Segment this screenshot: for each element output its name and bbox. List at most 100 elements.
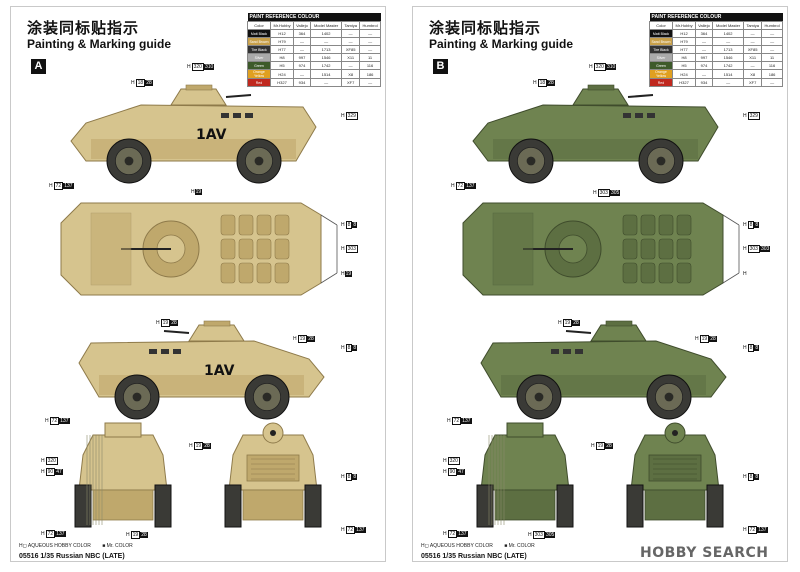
engine-grille <box>658 262 674 284</box>
callout-mr-color-code: 47 <box>457 469 465 475</box>
paint-code-cell: — <box>309 78 343 87</box>
hobby-search-watermark: HOBBY SEARCH <box>640 545 769 561</box>
callout-hobby-code: 19 <box>160 319 171 327</box>
rear-rack <box>320 214 338 284</box>
callout-mr-color-code: 19 <box>194 189 203 195</box>
vehicle-drawings <box>462 84 740 528</box>
engine-grille <box>256 238 272 260</box>
callout-h-prefix: H <box>558 320 562 326</box>
callout-hobby-code: 303 <box>345 245 358 253</box>
engine-grille <box>622 214 638 236</box>
callout-hobby-code: 19 <box>193 442 204 450</box>
callout-mr-color-code: 28 <box>203 443 211 449</box>
callout-mr-color-code: 305 <box>544 532 556 538</box>
engine-grille <box>658 238 674 260</box>
callout-mr-color-code: 137 <box>63 183 74 189</box>
turret-front <box>506 422 544 438</box>
paint-table-header: PAINT REFERENCE COLOUR <box>247 13 381 22</box>
color-callout: H <box>743 271 747 277</box>
callout-h-prefix: H <box>341 246 345 252</box>
callout-h-prefix: H <box>443 469 447 475</box>
callout-mr-color-code: 137 <box>757 527 768 533</box>
wheel-center <box>254 156 264 166</box>
callout-hobby-code: 8 <box>345 344 353 352</box>
engine-grille <box>238 238 254 260</box>
callout-hobby-code: 19 <box>130 531 141 539</box>
color-callout: H19 <box>341 271 353 277</box>
callout-hobby-code: 72 <box>49 417 60 425</box>
callout-mr-color-code: 303 <box>759 246 771 252</box>
callout-h-prefix: H <box>743 222 747 228</box>
color-callout: H19 <box>191 189 203 195</box>
callout-mr-color-code: 8 <box>754 345 760 351</box>
callout-mr-color-code: 28 <box>170 320 178 326</box>
engine-grille <box>640 238 656 260</box>
paint-code-cell: H327 <box>269 78 295 87</box>
engine-grille <box>256 262 272 284</box>
vision-block <box>635 113 643 118</box>
instruction-sheet-a: 涂装同标贴指示 Painting & Marking guide A PAINT… <box>10 6 386 562</box>
aqueous-legend: H◻ AQUEOUS HOBBY COLOR <box>19 543 91 549</box>
callout-h-prefix: H <box>451 183 455 189</box>
callout-mr-color-code: 28 <box>140 532 148 538</box>
turret <box>188 324 245 342</box>
callout-hobby-code: 72 <box>45 530 56 538</box>
callout-h-prefix: H <box>341 271 345 277</box>
engine-grille <box>640 262 656 284</box>
callout-h-prefix: H <box>743 246 747 252</box>
callout-hobby-code: 19 <box>595 442 606 450</box>
callout-h-prefix: H <box>45 418 49 424</box>
callout-mr-color-code: 47 <box>55 469 63 475</box>
callout-hobby-code: 329 <box>747 112 760 120</box>
callout-mr-color-code: 305 <box>609 190 621 196</box>
vision-block <box>245 113 253 118</box>
hull-marking: 1AV <box>196 127 227 143</box>
callout-h-prefix: H <box>743 345 747 351</box>
vision-block <box>149 349 157 354</box>
callout-mr-color-code: 28 <box>709 336 717 342</box>
callout-mr-color-code: 310 <box>203 64 215 70</box>
vision-block <box>221 113 229 118</box>
tire-left <box>476 484 494 528</box>
vision-block <box>563 349 571 354</box>
callout-hobby-code: 18 <box>537 79 548 87</box>
callout-mr-color-code: 137 <box>457 531 468 537</box>
scheme-letter: A <box>31 59 46 74</box>
callout-hobby-code: 72 <box>53 182 64 190</box>
paint-table-header: PAINT REFERENCE COLOUR <box>649 13 783 22</box>
callout-hobby-code: 18 <box>135 79 146 87</box>
callout-h-prefix: H <box>589 64 593 70</box>
tire-right <box>304 484 322 528</box>
callout-h-prefix: H <box>131 80 135 86</box>
callout-h-prefix: H <box>49 183 53 189</box>
turret-hatch <box>185 84 213 91</box>
callout-mr-color-code: 8 <box>352 222 358 228</box>
aqueous-legend: H◻ AQUEOUS HOBBY COLOR <box>421 543 493 549</box>
paint-code-cell: — <box>761 78 783 87</box>
instruction-sheet-b: 涂装同标贴指示 Painting & Marking guide B PAINT… <box>412 6 788 562</box>
callout-hobby-code: 72 <box>451 417 462 425</box>
scheme-letter: B <box>433 59 448 74</box>
tire-left <box>74 484 92 528</box>
callout-hobby-code: 8 <box>345 221 353 229</box>
callout-mr-color-code: 28 <box>145 80 153 86</box>
callout-h-prefix: H <box>528 532 532 538</box>
callout-h-prefix: H <box>156 320 160 326</box>
